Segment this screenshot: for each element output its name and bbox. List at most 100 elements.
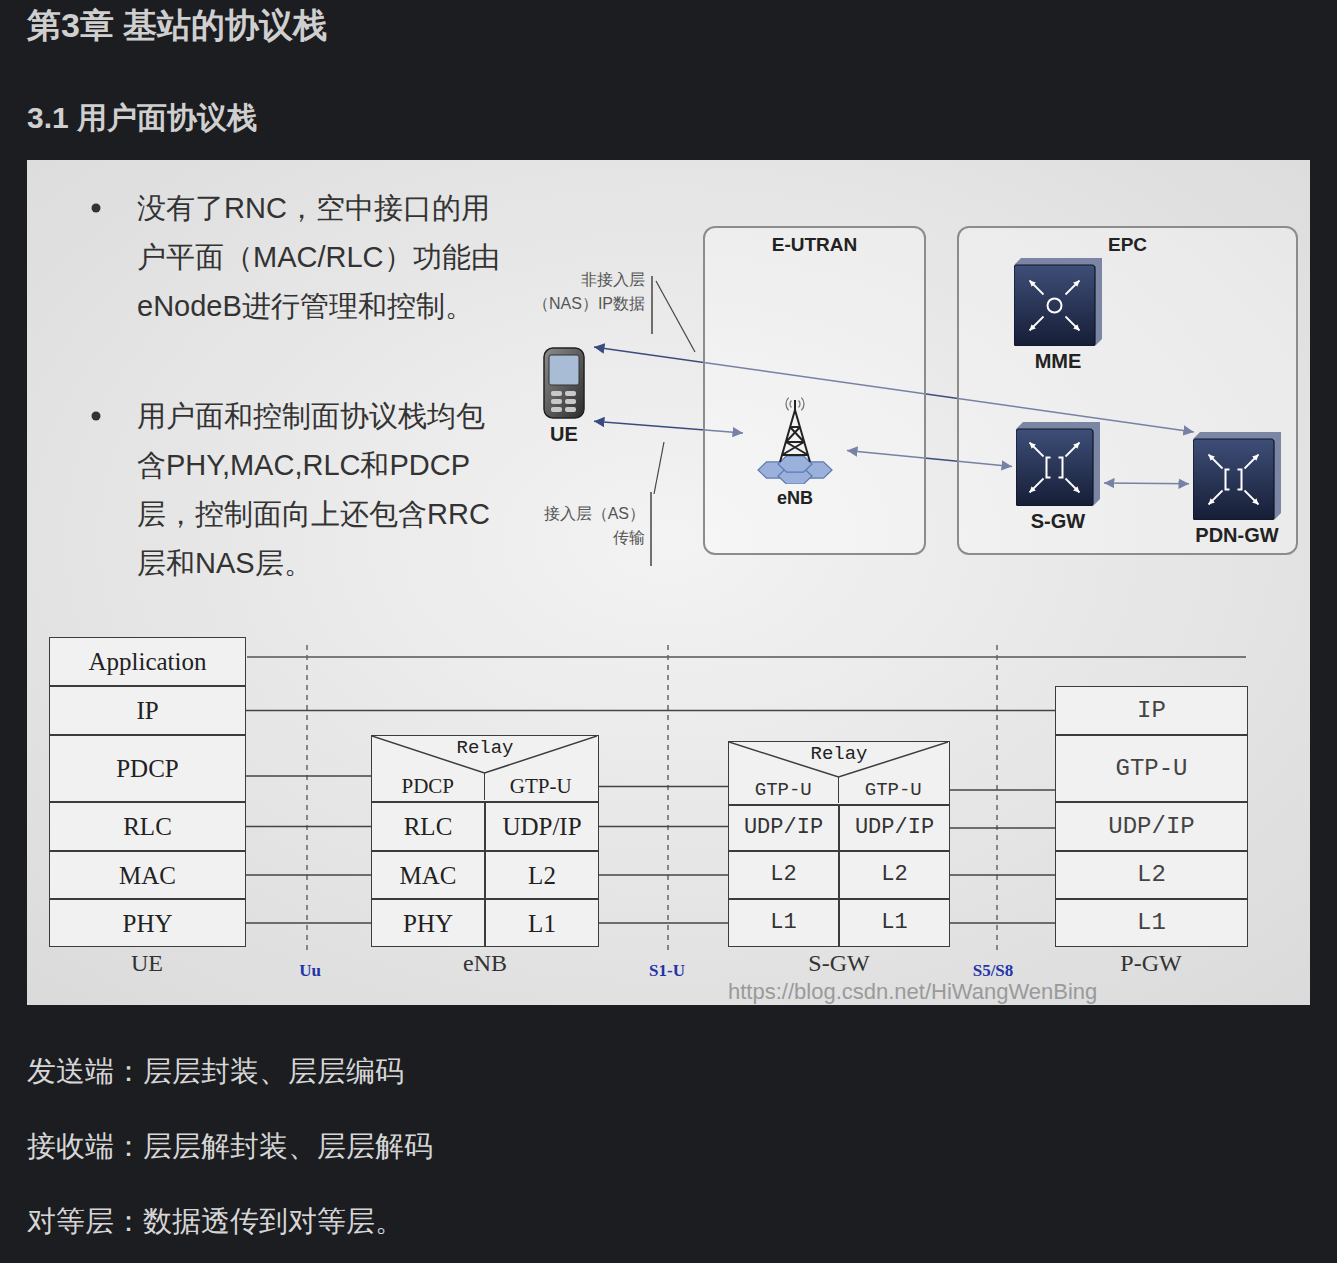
protocol-layer: L2	[485, 851, 599, 899]
application-peer-line	[247, 656, 1246, 658]
interface-divider	[996, 645, 998, 955]
leader-line	[651, 276, 653, 334]
peer-layer-line	[599, 826, 728, 828]
node-icon	[538, 347, 590, 419]
protocol-layer: IP	[1055, 686, 1248, 735]
label-box: 对等层：数据透传到对等层。	[27, 1202, 404, 1240]
ue-device: UE	[534, 347, 594, 446]
peer-layer-line	[950, 827, 1055, 829]
protocol-layer: PDCP	[49, 735, 246, 802]
protocol-layer: MAC	[49, 851, 246, 899]
layer-name: Application	[88, 647, 206, 676]
layer-name: UDP/IP	[1108, 813, 1194, 841]
device-arrow	[1030, 317, 1044, 331]
protocol-layer: IP	[49, 686, 246, 735]
protocol-layer: L1	[485, 899, 599, 947]
note-text: 接收端：层层解封装、层层解码	[27, 1127, 433, 1165]
layer-note: 接入层（AS）传输	[540, 502, 645, 550]
device-symbol	[1047, 458, 1063, 478]
label-box: 接入层（AS）传输	[540, 502, 645, 550]
node-label: UE	[550, 422, 578, 446]
label-box: 接收端：层层解封装、层层解码	[27, 1127, 433, 1165]
protocol-layer: GTP-U	[485, 773, 598, 800]
layer-name: RLC	[123, 812, 172, 841]
layer-name: IP	[136, 696, 158, 725]
device-arrow	[1066, 317, 1080, 331]
interface-name: S1-U	[649, 962, 685, 980]
layer-name: L1	[881, 910, 907, 936]
layer-name: MAC	[400, 861, 457, 890]
signal-arc	[801, 398, 804, 411]
label-box: S1-U	[649, 962, 685, 980]
layer-name: L2	[770, 862, 796, 888]
layer-name: L1	[528, 909, 556, 938]
node-label: PDN-GW	[1195, 523, 1278, 547]
peer-layer-line	[599, 874, 728, 876]
bullet-text: 用户面和控制面协议栈均包含PHY,MAC,RLC和PDCP层，控制面向上还包含R…	[137, 392, 502, 588]
protocol-layer: RLC	[371, 802, 485, 851]
layer-name: GTP-U	[865, 779, 922, 802]
device-arrow	[1030, 281, 1044, 295]
peer-layer-line	[599, 922, 728, 924]
network-region: EPCMMES-GWPDN-GW	[957, 226, 1298, 555]
protocol-layer: PHY	[49, 899, 246, 947]
layer-name: IP	[1137, 697, 1166, 725]
node-icon	[1016, 422, 1100, 506]
relay-box: RelayPDCPGTP-U	[371, 735, 599, 802]
protocol-layer: GTP-U	[839, 777, 949, 803]
device-arrow	[1245, 491, 1259, 505]
stack-name: P-GW	[1120, 950, 1181, 976]
peer-layer-line	[246, 922, 371, 924]
interface-divider	[667, 645, 669, 955]
tower-frame	[780, 400, 810, 462]
device-bevel	[1014, 258, 1102, 346]
section-heading: 3.1 用户面协议栈	[27, 98, 257, 138]
bullet-dot	[92, 204, 101, 213]
network-region: E-UTRANeNB	[703, 226, 926, 555]
device-bevel	[1193, 432, 1281, 520]
device-face	[1193, 439, 1274, 520]
node-label: eNB	[777, 487, 813, 509]
device-arrow	[1245, 455, 1259, 469]
peer-layer-line	[246, 710, 1055, 712]
device-arrow	[1030, 443, 1044, 457]
slide-background	[27, 160, 1310, 1005]
node-label: S-GW	[1031, 509, 1085, 533]
protocol-layer: L1	[1055, 899, 1248, 947]
region-title: EPC	[1108, 233, 1147, 256]
signal-arc	[786, 398, 789, 411]
protocol-layer: L2	[839, 851, 950, 899]
leader-line	[656, 281, 695, 352]
stack-name: UE	[131, 950, 163, 976]
interface-divider	[306, 645, 308, 955]
label-box: UE	[131, 950, 163, 976]
layer-name: UDP/IP	[744, 815, 823, 841]
protocol-layer: RLC	[49, 802, 246, 851]
label-box: 非接入层（NAS）IP数据	[517, 268, 645, 316]
layer-name: GTP-U	[755, 779, 812, 802]
protocol-layer: UDP/IP	[839, 805, 950, 851]
protocol-layer: UDP/IP	[728, 805, 839, 851]
core-node: S-GW	[1012, 422, 1104, 533]
relay-v-line	[729, 742, 948, 777]
device-symbol	[1226, 470, 1242, 490]
device-bevel	[1016, 422, 1100, 506]
peer-layer-line	[246, 826, 371, 828]
protocol-layer: L2	[1055, 851, 1248, 899]
peer-layer-line	[950, 874, 1055, 876]
protocol-layer: UDP/IP	[485, 802, 599, 851]
device-arrow	[1066, 443, 1080, 457]
layer-name: UDP/IP	[502, 812, 581, 841]
signal-arc	[790, 400, 791, 407]
page-title: 第3章 基站的协议栈	[27, 4, 327, 46]
phone-key	[565, 407, 576, 412]
phone-key	[565, 391, 576, 396]
device-symbol	[1048, 299, 1062, 313]
stack-name: eNB	[463, 950, 507, 976]
device-arrow	[1066, 281, 1080, 295]
label-box: S5/S8	[973, 962, 1014, 980]
phone-screen	[549, 355, 579, 385]
peer-layer-line	[950, 922, 1055, 924]
label-box: https://blog.csdn.net/HiWangWenBing	[728, 981, 1097, 1003]
watermark: https://blog.csdn.net/HiWangWenBing	[728, 981, 1097, 1003]
